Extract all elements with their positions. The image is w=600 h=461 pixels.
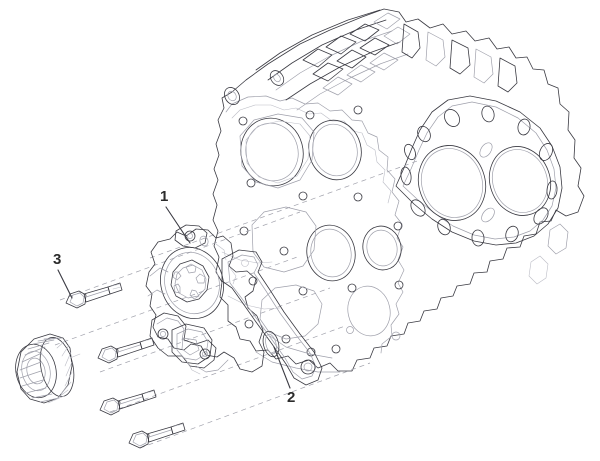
callout-label-3: 3: [53, 251, 62, 268]
cylinder-block: [212, 8, 585, 373]
assembly-axis-lines: [54, 159, 421, 449]
callout-leaders: [57, 206, 291, 389]
callout-label-1: 1: [160, 188, 169, 205]
mounting-bolt: [128, 422, 186, 449]
oil-pump-housing: [145, 224, 323, 386]
mounting-bolt: [99, 389, 157, 416]
mounting-bolt: [97, 337, 155, 364]
callout-label-2: 2: [287, 389, 296, 406]
drive-sprocket: [15, 333, 81, 404]
o-ring-seal: [262, 330, 280, 358]
